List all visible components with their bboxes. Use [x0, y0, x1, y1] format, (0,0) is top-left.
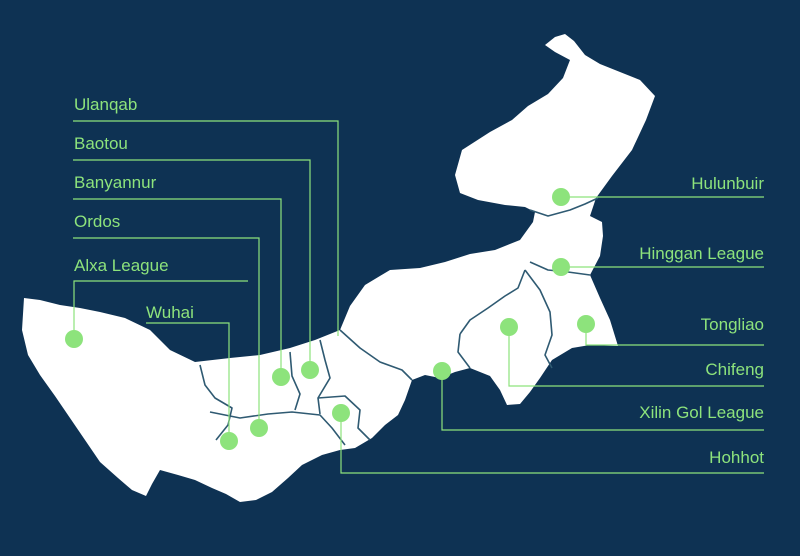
marker-baotou[interactable] — [301, 361, 319, 379]
marker-xilingol[interactable] — [433, 362, 451, 380]
label-hulunbuir: Hulunbuir — [691, 174, 764, 193]
marker-chifeng[interactable] — [500, 318, 518, 336]
marker-tongliao[interactable] — [577, 315, 595, 333]
marker-hulunbuir[interactable] — [552, 188, 570, 206]
label-chifeng: Chifeng — [705, 360, 764, 379]
marker-hohhot[interactable] — [332, 404, 350, 422]
leader-lines — [73, 120, 764, 474]
map-land — [22, 34, 655, 502]
leader-chifeng — [508, 327, 764, 387]
region-borders — [199, 197, 599, 446]
label-alxa: Alxa League — [74, 256, 169, 275]
leader-xilingol — [441, 370, 764, 431]
label-ulanqab: Ulanqab — [74, 95, 138, 114]
label-hohhot: Hohhot — [709, 448, 764, 467]
marker-banyannur[interactable] — [272, 368, 290, 386]
leader-ordos — [73, 237, 260, 426]
marker-alxa[interactable] — [65, 330, 83, 348]
label-banyannur: Banyannur — [74, 173, 157, 192]
leader-ulanqab — [73, 120, 339, 336]
label-baotou: Baotou — [74, 134, 128, 153]
leader-banyannur — [73, 198, 282, 376]
label-xilingol: Xilin Gol League — [639, 403, 764, 422]
label-ordos: Ordos — [74, 212, 121, 231]
markers — [65, 188, 595, 450]
marker-ordos[interactable] — [250, 419, 268, 437]
marker-hinggan[interactable] — [552, 258, 570, 276]
leader-wuhai — [146, 322, 230, 440]
label-hinggan: Hinggan League — [639, 244, 764, 263]
leader-hohhot — [340, 413, 764, 474]
label-wuhai: Wuhai — [146, 303, 194, 322]
label-tongliao: Tongliao — [700, 315, 764, 334]
leader-alxa — [73, 280, 248, 338]
marker-wuhai[interactable] — [220, 432, 238, 450]
leader-baotou — [73, 159, 311, 368]
